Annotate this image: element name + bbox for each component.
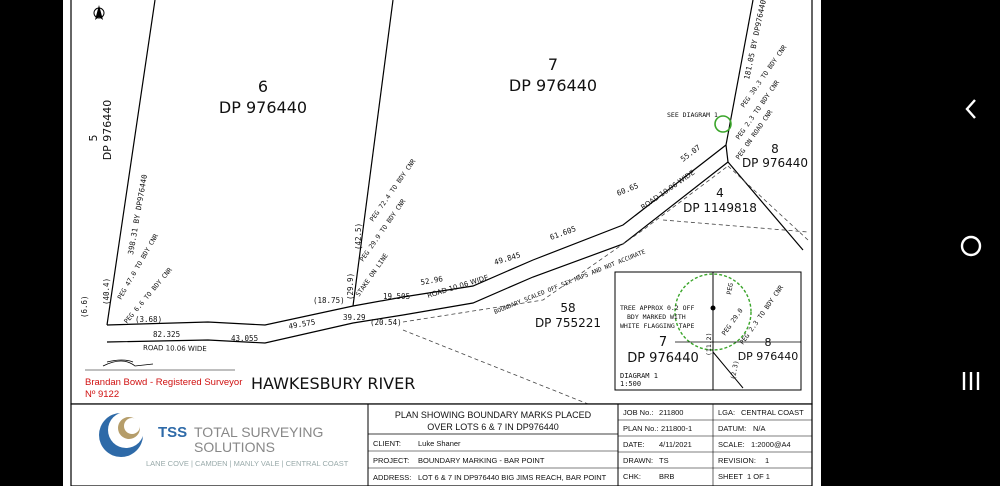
dimension-label: (29.9) <box>346 273 355 300</box>
dimension-label: 61.605 <box>549 224 578 242</box>
diagram-dimension: (11.2) <box>705 333 713 356</box>
title-block: TSS TOTAL SURVEYING SOLUTIONS LANE COVE … <box>70 403 813 486</box>
dimension-label: 398.31 BY DP976440 <box>126 173 149 255</box>
company-name-line2: SOLUTIONS <box>194 439 275 455</box>
lot6-number: 6 <box>258 77 268 96</box>
road-label: ROAD 10.06 WIDE <box>143 344 207 353</box>
recents-bars-icon <box>962 372 980 390</box>
diagram-lot7-number: 7 <box>659 335 667 350</box>
dimension-label: (6.6) <box>80 295 89 318</box>
tree-marker-icon <box>714 115 732 133</box>
chk-value: BRB <box>659 472 674 481</box>
diagram-scale: 1:500 <box>620 380 641 388</box>
lot4-dp: DP 1149818 <box>683 201 757 215</box>
lot7-dp: DP 976440 <box>509 76 597 95</box>
lot8-dp: DP 976440 <box>742 156 808 170</box>
revision-label: REVISION: <box>718 456 756 465</box>
dimension-label: 52.96 <box>420 274 444 287</box>
surveyor-name: Brandan Bowd - Registered Surveyor <box>85 377 242 388</box>
north-arrow-icon <box>93 5 105 20</box>
dimension-label: 43.055 <box>231 334 258 343</box>
back-button[interactable] <box>958 95 984 123</box>
client-value: Luke Shaner <box>418 439 461 448</box>
job-value: 211800 <box>659 408 683 417</box>
lot58-dp: DP 755221 <box>535 316 601 330</box>
diagram-lot8-number: 8 <box>765 336 772 349</box>
dimension-label: (3.68) <box>135 315 162 324</box>
company-short: TSS <box>158 424 187 441</box>
lot5-dp: DP 976440 <box>101 100 114 161</box>
lga-value: CENTRAL COAST <box>741 408 804 417</box>
company-locations: LANE COVE | CAMDEN | MANLY VALE | CENTRA… <box>146 459 349 468</box>
diagram-dimension: (2.3) <box>729 360 740 381</box>
tss-logo-icon <box>99 412 144 457</box>
dimension-label: (20.54) <box>370 318 402 327</box>
plan-no-value: 211800-1 <box>661 424 692 433</box>
scale-value: 1:2000@A4 <box>751 440 791 449</box>
date-value: 4/11/2021 <box>659 440 692 449</box>
sheet-label: SHEET <box>718 472 743 481</box>
dimension-label: 55.07 <box>679 143 702 164</box>
datum-value: N/A <box>753 424 766 433</box>
plan-document: 6 DP 976440 7 DP 976440 5 DP 976440 8 DP… <box>63 0 821 486</box>
sheet-value: 1 OF 1 <box>747 472 770 481</box>
revision-value: 1 <box>765 456 769 465</box>
lga-label: LGA: <box>718 408 735 417</box>
dimension-label: 39.29 <box>343 313 366 322</box>
dimension-label: 49.845 <box>493 250 522 267</box>
drawn-label: DRAWN: <box>623 456 653 465</box>
company-name-line1: TOTAL SURVEYING <box>194 424 323 440</box>
scale-label: SCALE: <box>718 440 745 449</box>
dimension-label: 19.505 <box>383 292 410 301</box>
home-circle-icon <box>960 235 982 257</box>
diagram-title: DIAGRAM 1 <box>620 372 658 380</box>
diagram-note: TREE APPROX 0.2 OFF <box>620 304 694 312</box>
see-diagram-label: SEE DIAGRAM 1 <box>667 111 718 119</box>
date-label: DATE: <box>623 440 645 449</box>
dimension-label: (18.75) <box>313 296 345 305</box>
diagram-lot7-dp: DP 976440 <box>627 351 699 366</box>
dimension-label: 60.65 <box>615 181 639 198</box>
signature-icon <box>102 360 154 367</box>
job-label: JOB No.: <box>623 408 653 417</box>
dimension-label: (42.5) <box>354 223 363 250</box>
home-button[interactable] <box>957 232 985 260</box>
plan-title-line1: PLAN SHOWING BOUNDARY MARKS PLACED <box>395 410 592 420</box>
river-label: HAWKESBURY RIVER <box>251 374 415 393</box>
project-label: PROJECT: <box>373 456 409 465</box>
lot4-number: 4 <box>716 186 724 200</box>
dimension-label: (40.4) <box>102 278 111 305</box>
lot6-dp: DP 976440 <box>219 98 307 117</box>
survey-plan-drawing: 6 DP 976440 7 DP 976440 5 DP 976440 8 DP… <box>70 0 813 486</box>
chevron-left-icon <box>965 99 976 119</box>
diagram-1-inset: TREE APPROX 0.2 OFF BDY MARKED WITH WHIT… <box>614 271 802 391</box>
address-value: LOT 6 & 7 IN DP976440 BIG JIMS REACH, BA… <box>418 473 607 482</box>
datum-label: DATUM: <box>718 424 746 433</box>
lot5-number: 5 <box>87 135 100 142</box>
drawn-value: TS <box>659 456 669 465</box>
recents-button[interactable] <box>958 368 984 394</box>
diagram-peg-label: PEG <box>725 282 735 295</box>
diagram-note: WHITE FLAGGING TAPE <box>620 322 694 330</box>
lot58-number: 58 <box>560 301 575 315</box>
project-value: BOUNDARY MARKING - BAR POINT <box>418 456 545 465</box>
chk-label: CHK: <box>623 472 641 481</box>
lot7-number: 7 <box>548 55 558 74</box>
client-label: CLIENT: <box>373 439 401 448</box>
surveyor-number: Nº 9122 <box>85 389 119 400</box>
address-label: ADDRESS: <box>373 473 411 482</box>
lot8-number: 8 <box>771 142 779 156</box>
diagram-note: BDY MARKED WITH <box>627 313 686 321</box>
diagram-lot8-dp: DP 976440 <box>738 350 799 363</box>
dimension-label: 82.325 <box>153 330 180 339</box>
plan-title-line2: OVER LOTS 6 & 7 IN DP976440 <box>427 422 559 432</box>
plan-no-label: PLAN No.: <box>623 424 658 433</box>
